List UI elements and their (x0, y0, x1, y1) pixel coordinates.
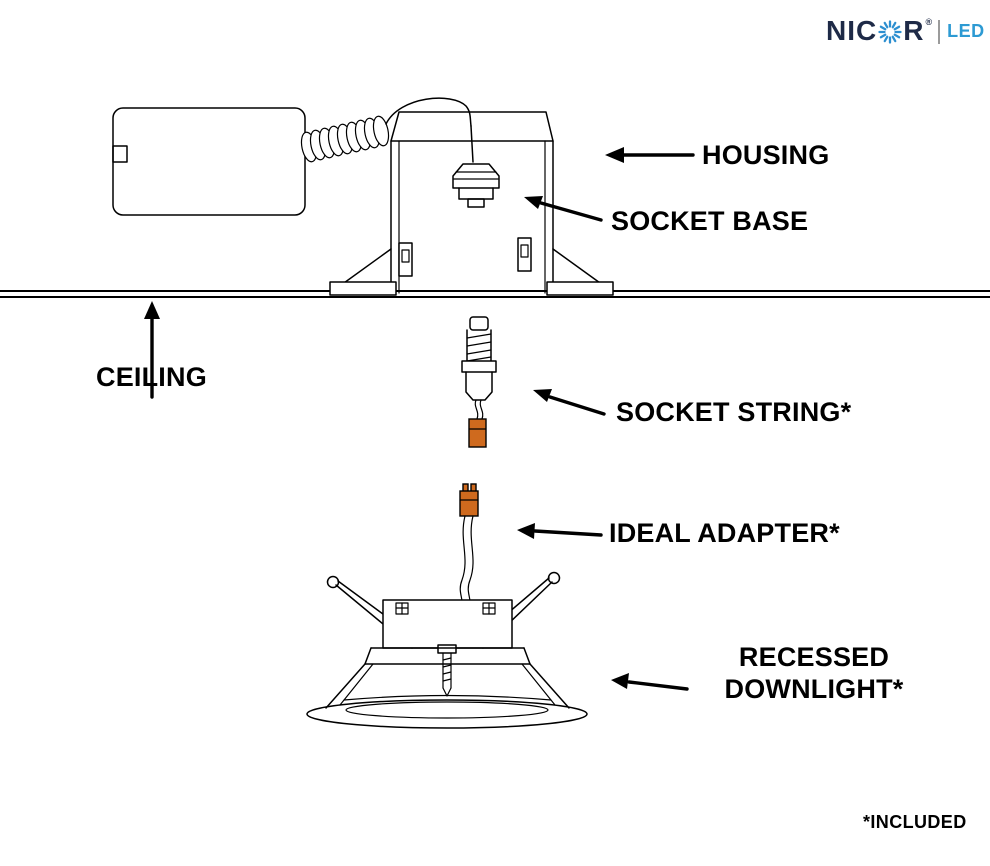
recessed-downlight-drawing (306, 571, 588, 729)
hanger-feet (329, 248, 614, 296)
ceiling-line (0, 290, 990, 298)
logo-led-text: LED (947, 20, 985, 41)
socket-string-drawing (461, 316, 497, 448)
ceiling-arrow (144, 301, 160, 399)
junction-box (112, 107, 306, 216)
ideal-adapter-drawing (459, 483, 479, 603)
socket-string-connector (468, 418, 487, 448)
nicor-star-icon (878, 20, 902, 44)
nicor-led-logo: NIC (826, 15, 985, 47)
ideal-adapter-arrow (517, 523, 603, 539)
ideal-adapter-connector (459, 490, 479, 517)
registered-trademark-symbol: ® (925, 17, 933, 27)
adjustment-screw (437, 644, 457, 697)
ceiling-label: CEILING (96, 362, 207, 392)
socket-base-label: SOCKET BASE (611, 206, 809, 236)
trim-flange (306, 699, 588, 729)
included-footnote: *INCLUDED (863, 812, 967, 832)
callout-arrows (144, 147, 695, 691)
housing-label: HOUSING (702, 140, 830, 170)
recessed-downlight-arrow (611, 673, 689, 691)
socket-string-arrow (533, 389, 606, 416)
trim-cone (325, 647, 570, 709)
housing-arrow (605, 147, 695, 163)
nicor-wordmark-nic: NIC (826, 15, 878, 46)
socket-base-drawing (452, 163, 500, 208)
nicor-wordmark-r: R (903, 15, 925, 46)
mounting-clips (398, 237, 532, 277)
recessed-downlight-label: RECESSED DOWNLIGHT* (690, 641, 938, 706)
supply-wire (385, 97, 474, 163)
recessed-downlight-label-line1: RECESSED (738, 642, 890, 672)
flex-conduit (300, 115, 390, 163)
socket-base-arrow (524, 196, 603, 222)
housing-drawing (112, 97, 614, 296)
socket-string-label: SOCKET STRING* (616, 397, 852, 427)
nicor-wordmark: NIC (826, 15, 933, 47)
logo-divider (938, 20, 941, 44)
ideal-adapter-label: IDEAL ADAPTER* (609, 518, 840, 548)
recessed-downlight-label-line2: DOWNLIGHT* (724, 674, 904, 705)
